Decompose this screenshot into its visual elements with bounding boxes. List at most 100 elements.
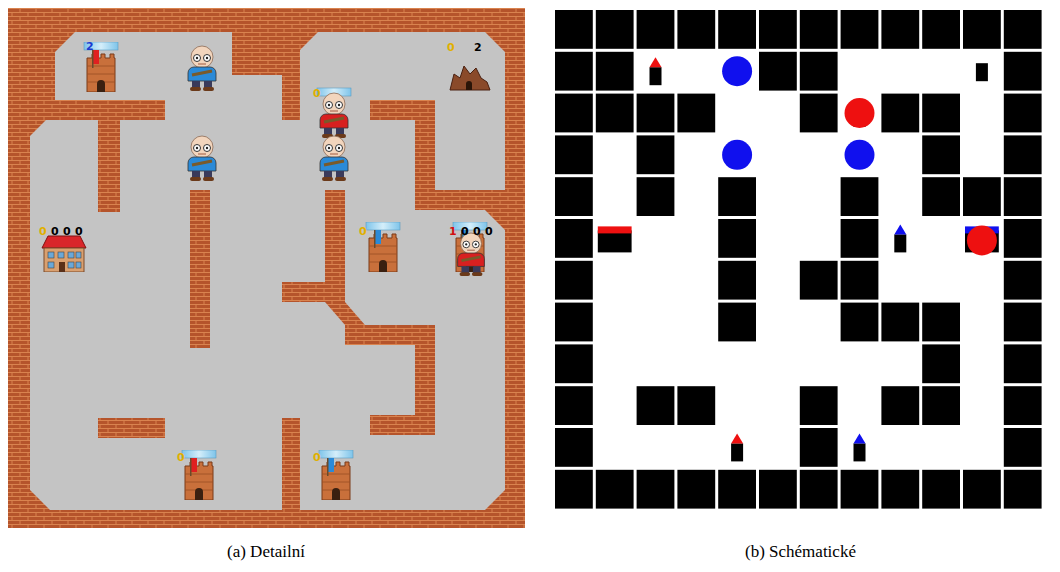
- panel-caption: (a) Detailní: [227, 542, 305, 562]
- blue-unit: [722, 140, 752, 170]
- grid-cell: [596, 94, 634, 133]
- counter-number: 1: [449, 226, 457, 238]
- grid-cell: [718, 135, 756, 174]
- grid-cell: [759, 177, 797, 216]
- grid-cell: [596, 428, 634, 467]
- grid-cell: [555, 386, 593, 425]
- grid-cell: [922, 344, 960, 383]
- grid-cell: [555, 303, 593, 342]
- grid-cell: [759, 94, 797, 133]
- grid-cell: [555, 177, 593, 216]
- grid-cell: [759, 261, 797, 300]
- grid-cell: [800, 428, 838, 467]
- grid-cell: [759, 386, 797, 425]
- grid-cell: [963, 177, 1001, 216]
- grid-cell: [800, 94, 838, 133]
- grid-cell: [759, 470, 797, 509]
- grid-cell: [841, 386, 879, 425]
- grid-cell: [1004, 52, 1042, 91]
- grid-cell: [555, 10, 593, 49]
- counter-number: 0: [313, 452, 321, 464]
- grid-cell: [1004, 94, 1042, 133]
- grid-cell: [718, 386, 756, 425]
- grid-cell: [841, 135, 879, 174]
- grid-cell: [637, 135, 675, 174]
- grid-cell: [637, 177, 675, 216]
- grid-cell: [677, 94, 715, 133]
- grid-cell: [596, 261, 634, 300]
- grid-cell: [637, 261, 675, 300]
- counter-number: 0: [473, 226, 481, 238]
- grid-cell: [759, 219, 797, 258]
- counter-number: 0: [447, 42, 455, 54]
- grid-cell: [718, 52, 756, 91]
- grid-cell: [637, 428, 675, 467]
- grid-cell: [800, 344, 838, 383]
- grid-cell: [922, 177, 960, 216]
- grid-cell: [555, 135, 593, 174]
- grid-cell: [841, 428, 879, 467]
- grid-cell: [881, 386, 919, 425]
- grid-cell: [555, 94, 593, 133]
- grid-cell: [922, 94, 960, 133]
- counter-number: 2: [474, 42, 482, 54]
- grid-cell: [963, 470, 1001, 509]
- grid-cell: [677, 10, 715, 49]
- grid-cell: [555, 52, 593, 91]
- blue-unit: [845, 140, 875, 170]
- grid-cell: [922, 52, 960, 91]
- grid-cell: [800, 303, 838, 342]
- tower-block: [650, 67, 662, 85]
- grid-cell: [881, 344, 919, 383]
- grid-cell: [1004, 344, 1042, 383]
- red-unit: [967, 225, 997, 255]
- grid-cell: [759, 52, 797, 91]
- grid-cell: [881, 303, 919, 342]
- grid-cell: [963, 135, 1001, 174]
- grid-cell: [555, 344, 593, 383]
- grid-cell: [759, 428, 797, 467]
- grid-cell: [922, 135, 960, 174]
- grid-cell: [677, 344, 715, 383]
- counter-number: 0: [359, 226, 367, 238]
- grid-cell: [800, 261, 838, 300]
- grid-cell: [718, 219, 756, 258]
- grid-cell: [922, 10, 960, 49]
- counter-number: 0: [461, 226, 469, 238]
- grid-cell: [596, 303, 634, 342]
- grid-cell: [841, 177, 879, 216]
- grid-cell: [677, 177, 715, 216]
- grid-cell: [881, 52, 919, 91]
- grid-cell: [963, 344, 1001, 383]
- ruin-block: [976, 63, 988, 81]
- red-unit: [845, 98, 875, 128]
- counter-number: 0: [63, 226, 71, 238]
- ruin-icon: [450, 66, 490, 90]
- grid-cell: [881, 94, 919, 133]
- grid-cell: [841, 10, 879, 49]
- grid-cell: [555, 470, 593, 509]
- grid-cell: [677, 386, 715, 425]
- grid-cell: [1004, 386, 1042, 425]
- grid-cell: [922, 428, 960, 467]
- grid-cell: [637, 344, 675, 383]
- grid-cell: [881, 470, 919, 509]
- counter-number: 0: [39, 226, 47, 238]
- house-block: [598, 230, 632, 252]
- grid-cell: [841, 219, 879, 258]
- grid-cell: [922, 219, 960, 258]
- tower-block: [894, 234, 906, 252]
- grid-cell: [1004, 10, 1042, 49]
- grid-cell: [677, 135, 715, 174]
- grid-cell: [759, 10, 797, 49]
- grid-cell: [1004, 135, 1042, 174]
- grid-cell: [596, 470, 634, 509]
- grid-cell: [800, 470, 838, 509]
- grid-cell: [841, 470, 879, 509]
- grid-cell: [1004, 177, 1042, 216]
- grid-cell: [1004, 303, 1042, 342]
- grid-cell: [800, 386, 838, 425]
- grid-cell: [718, 261, 756, 300]
- tower-flag: [650, 57, 662, 67]
- grid-cell: [555, 428, 593, 467]
